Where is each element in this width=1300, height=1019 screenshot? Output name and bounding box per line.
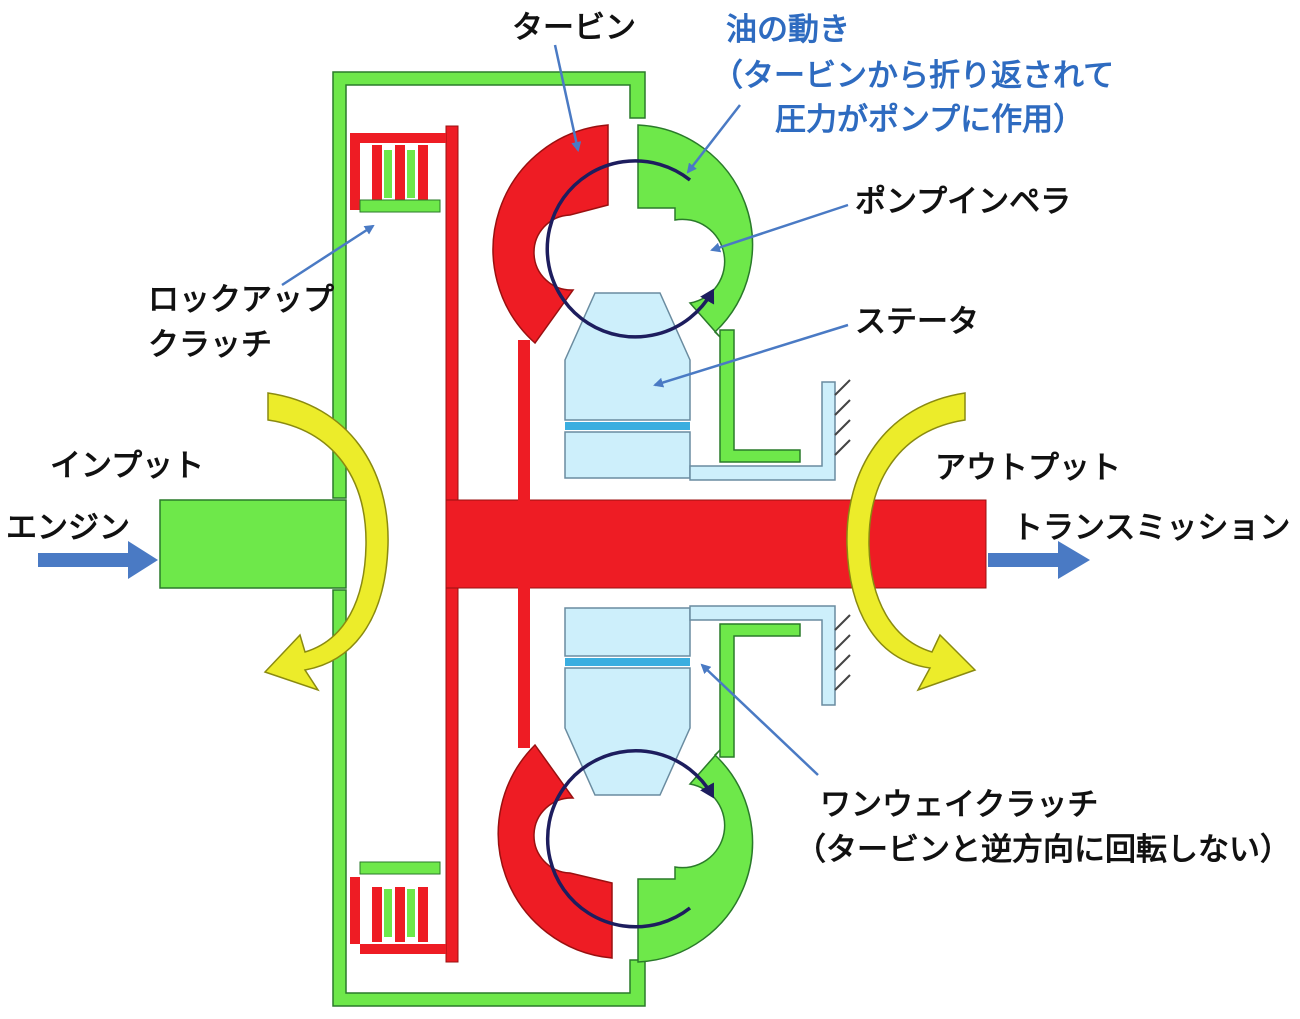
label-output: アウトプット [935, 450, 1121, 486]
one-way-clutch-band-upper [565, 422, 690, 430]
label-engine: エンジン [6, 510, 130, 546]
one-way-clutch-band-lower [565, 658, 690, 666]
stator-upper [564, 292, 691, 421]
lockup-clutch-upper [350, 133, 446, 213]
oil-flow-arrow-lower [545, 749, 714, 929]
stator-hub-upper [564, 431, 691, 479]
engine-input-arrow [38, 541, 158, 579]
label-one-way-clutch-line2: （タービンと逆方向に回転しない） [795, 832, 1291, 868]
input-rotation-arrow [263, 392, 389, 692]
leader-lockup-clutch [281, 224, 375, 287]
label-oil-flow-line3: 圧力がポンプに作用） [775, 102, 1084, 138]
stator-support-lower [689, 605, 836, 706]
leader-pump-impeller [710, 203, 849, 253]
pump-hub-upper [719, 329, 801, 463]
stator-hub-lower [564, 607, 691, 657]
label-transmission: トランスミッション [1012, 510, 1290, 546]
pump-impeller-upper [637, 124, 754, 338]
label-lockup-clutch-line2: クラッチ [148, 327, 272, 363]
label-lockup-clutch-line1: ロックアップ [148, 282, 335, 318]
leader-turbine [553, 44, 582, 152]
input-shaft [159, 499, 347, 589]
pump-hub-lower [719, 623, 801, 758]
ground-hatch-upper [834, 379, 851, 456]
label-oil-flow-line2: （タービンから折り返されて [712, 58, 1114, 94]
leader-stator [653, 323, 849, 388]
stator-lower [564, 667, 691, 796]
transmission-output-arrow [988, 541, 1090, 579]
turbine-runner-lower [497, 743, 613, 959]
oil-flow-arrow-upper [545, 159, 715, 339]
turbine-stem-lower [518, 586, 530, 748]
label-turbine: タービン [512, 10, 636, 46]
ground-hatch-lower [834, 614, 851, 691]
output-shaft [445, 499, 987, 589]
stator-support-upper [689, 381, 836, 481]
output-rotation-arrow [846, 392, 977, 692]
pump-impeller-lower [637, 749, 754, 963]
label-one-way-clutch-line1: ワンウェイクラッチ [820, 787, 1098, 823]
label-pump-impeller: ポンプインペラ [855, 184, 1071, 220]
label-stator: ステータ [855, 304, 979, 340]
leader-oil-flow [686, 104, 741, 174]
lockup-clutch-lower [350, 861, 446, 954]
label-oil-flow-title: 油の動き [726, 12, 850, 48]
leader-one-way-clutch [700, 663, 819, 776]
converter-housing [332, 71, 646, 1007]
turbine-stem-upper [518, 340, 530, 502]
label-input: インプット [50, 448, 204, 484]
